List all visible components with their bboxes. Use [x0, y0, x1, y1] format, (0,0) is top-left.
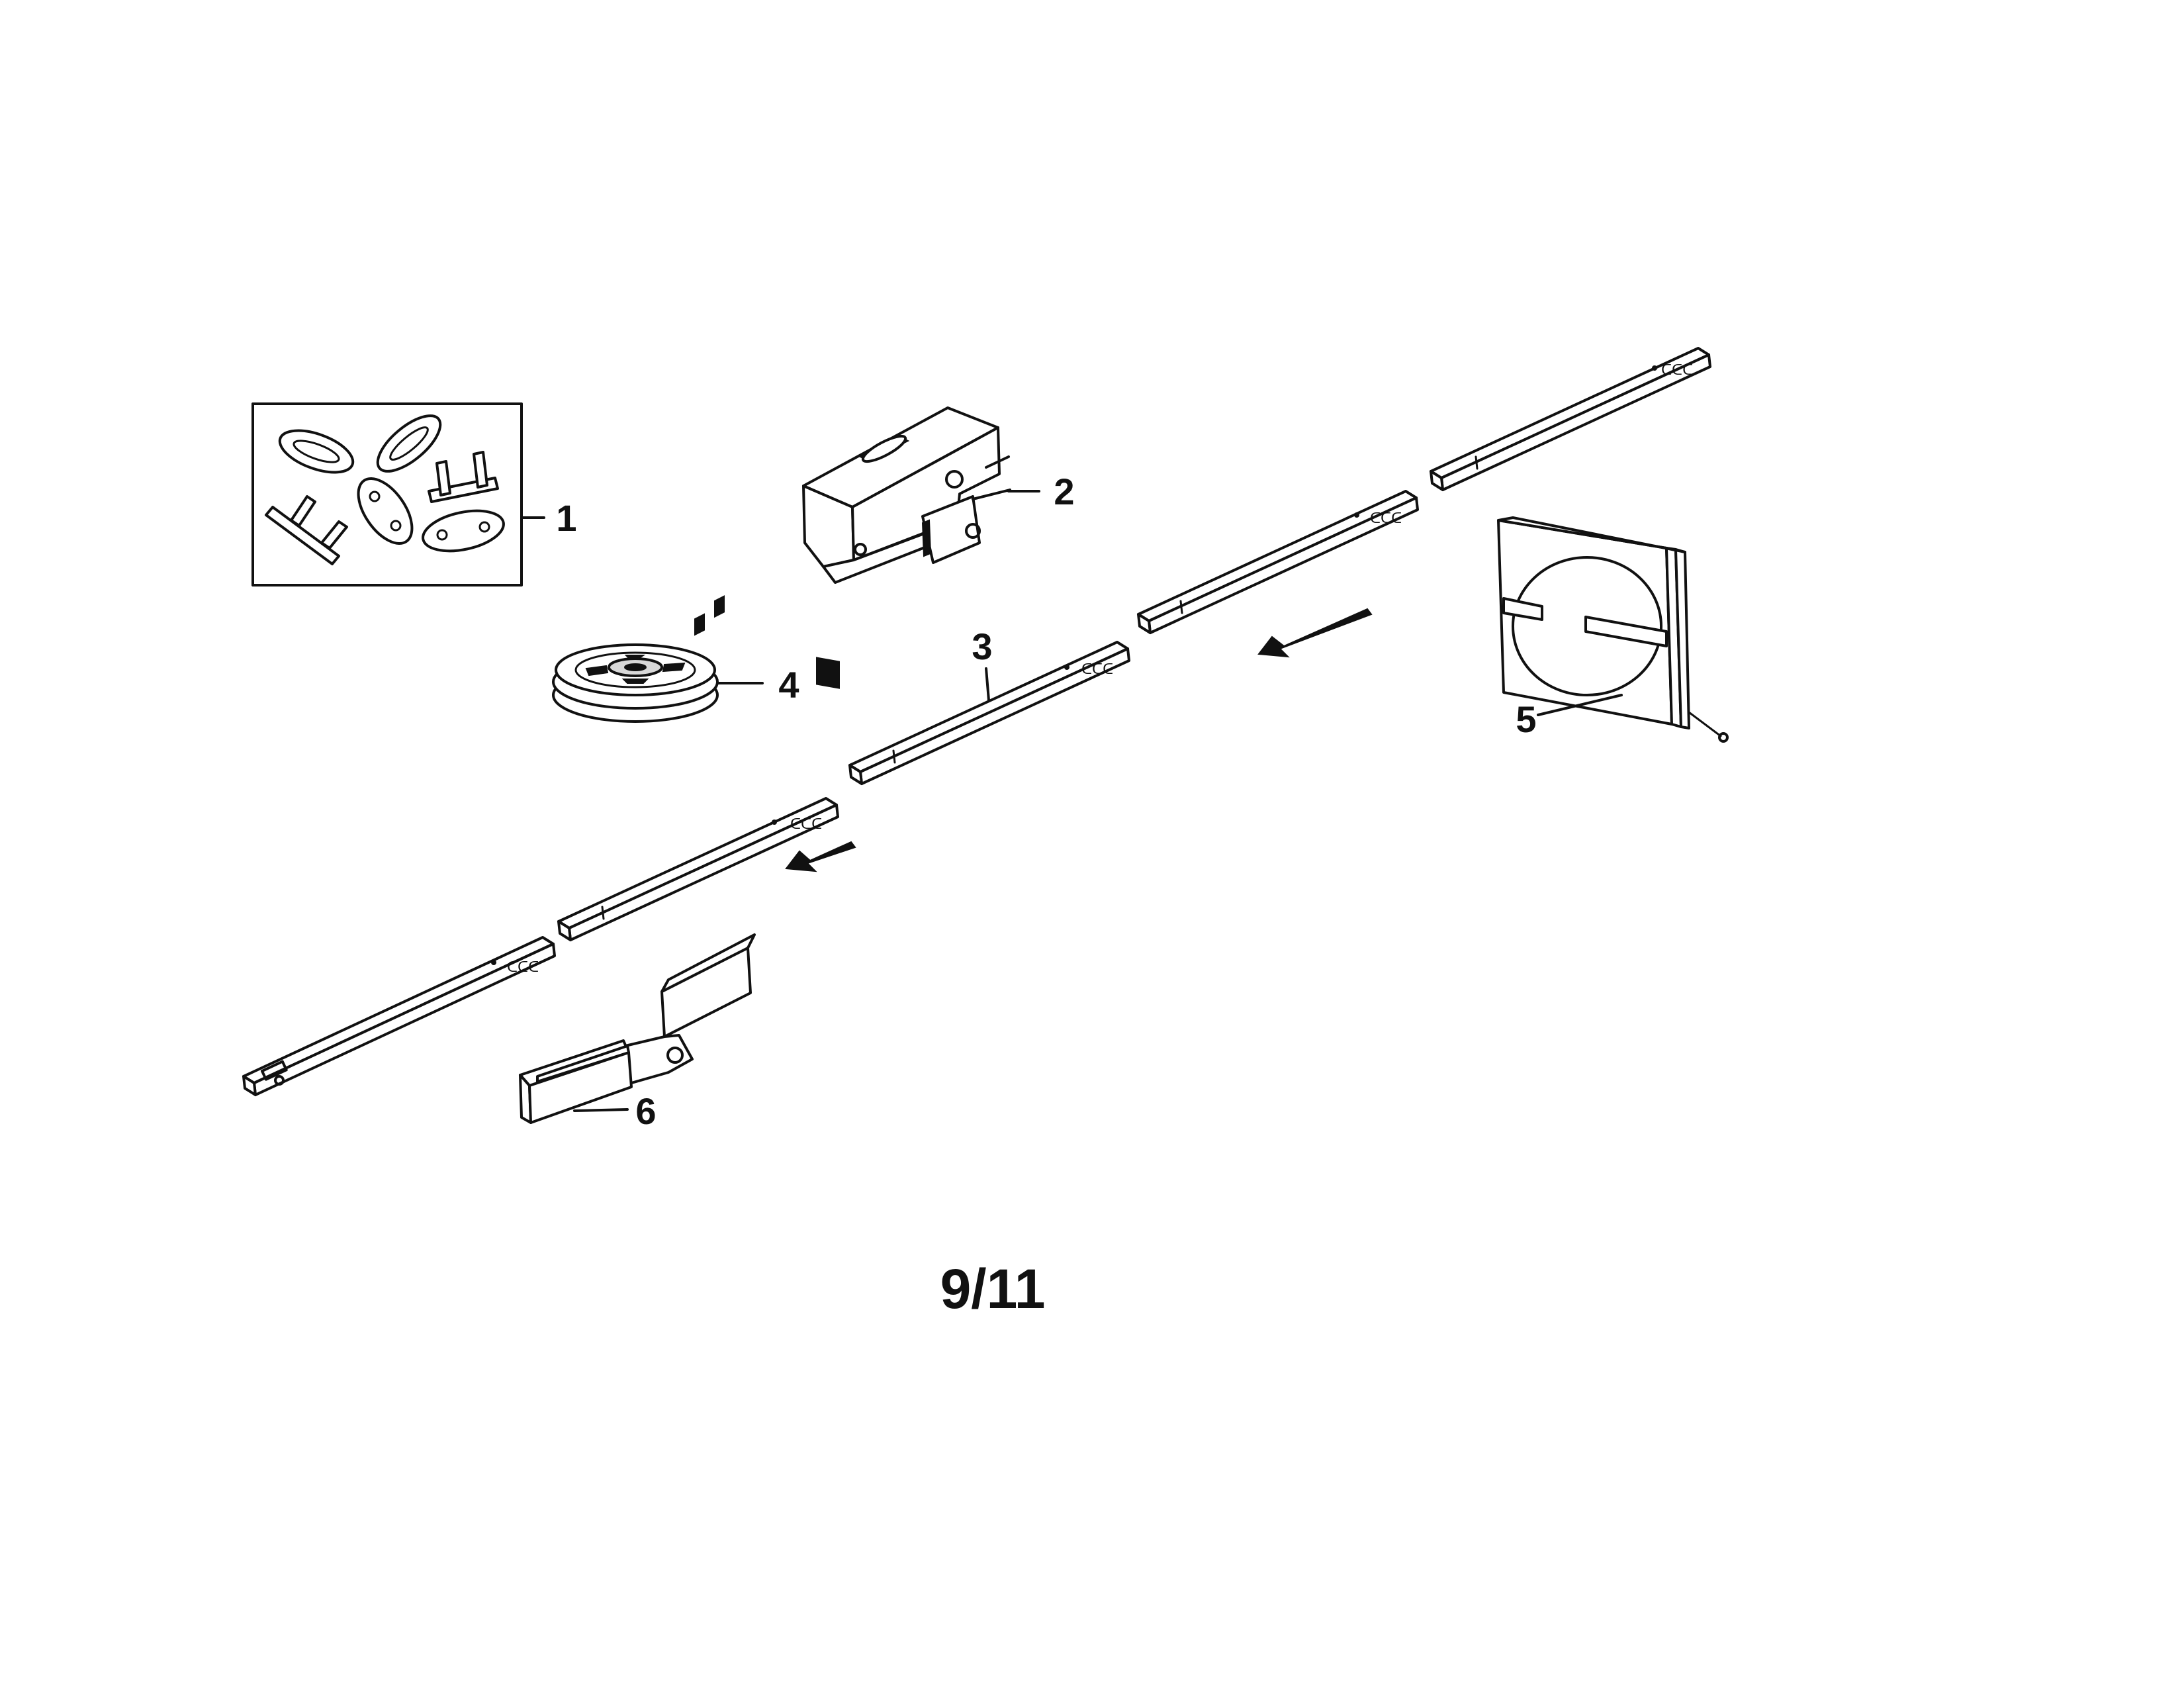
- rail-section: ᑕᑕᑕ: [557, 797, 839, 941]
- callout-3: 3: [972, 626, 992, 667]
- leader-line: [1537, 694, 1623, 716]
- assembly-arrow-icon: [1257, 608, 1373, 658]
- master-link-icon: [278, 429, 355, 474]
- rail-section: ᑕᑕᑕ: [1137, 490, 1419, 634]
- part-5-cover: 5: [1497, 516, 1729, 743]
- side-link-icon: [357, 477, 414, 545]
- slot-marks: ᑕᑕᑕ: [1081, 661, 1113, 677]
- leader-line: [985, 667, 990, 702]
- callout-2: 2: [1054, 471, 1074, 512]
- part-3-rail: ᑕᑕᑕ ᑕᑕᑕ ᑕᑕᑕ ᑕᑕᑕ: [242, 347, 1711, 1096]
- rail-section: ᑕᑕᑕ: [848, 641, 1130, 785]
- slot-marks: ᑕᑕᑕ: [1370, 510, 1402, 526]
- chain-link-box: [251, 402, 523, 586]
- leader-line: [573, 1108, 629, 1112]
- part-4-pulley: 4: [552, 643, 799, 723]
- slot-marks: ᑕᑕᑕ: [507, 959, 539, 975]
- pin-plate-icon: [428, 451, 499, 503]
- callout-5: 5: [1516, 698, 1536, 740]
- part-2-trolley: 2: [802, 406, 1075, 689]
- rail-section: ᑕᑕᑕ: [242, 936, 556, 1096]
- rail-section: ᑕᑕᑕ: [1430, 347, 1711, 491]
- master-link-icon: [376, 414, 442, 473]
- callout-4: 4: [778, 664, 799, 706]
- page-number: 9/11: [940, 1258, 1046, 1320]
- side-link-icon: [422, 509, 505, 553]
- part-6-bracket: 6: [519, 595, 756, 1132]
- slot-marks: ᑕᑕᑕ: [790, 816, 822, 832]
- callout-1: 1: [556, 497, 576, 539]
- part-1-chain-links: 1: [251, 402, 577, 586]
- callout-6: 6: [635, 1090, 656, 1132]
- slot-marks: ᑕᑕᑕ: [1661, 361, 1693, 378]
- assembly-arrow-icon: [785, 841, 856, 872]
- pin-plate-icon: [265, 495, 348, 565]
